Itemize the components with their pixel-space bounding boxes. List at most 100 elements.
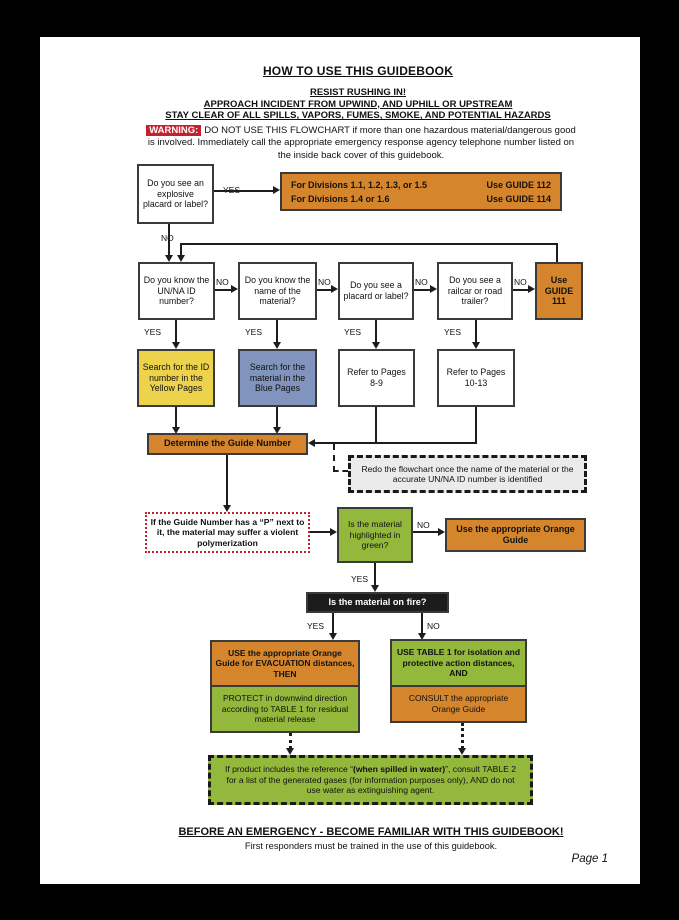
- connector-line: [375, 407, 377, 444]
- connector-dotted: [461, 723, 464, 749]
- label-yes: YES: [351, 574, 369, 584]
- connector-dashed: [333, 470, 348, 472]
- arrowhead-right: [273, 186, 280, 194]
- node-search-blue-pages: Search for the material in the Blue Page…: [238, 349, 317, 407]
- guide-114-label: Use GUIDE 114: [486, 193, 551, 204]
- arrowhead-down: [286, 748, 294, 755]
- node-refer-pages-10-13: Refer to Pages 10-13: [437, 349, 515, 407]
- safety-rules: RESIST RUSHING IN! APPROACH INCIDENT FRO…: [58, 87, 658, 122]
- fire-no-consult: CONSULT the appropriate Orange Guide: [392, 687, 525, 721]
- connector-line: [421, 613, 423, 634]
- connector-line: [513, 289, 529, 291]
- water-note-post: ”, consult TABLE 2 for a list of the gen…: [226, 764, 517, 796]
- arrowhead-right: [330, 528, 337, 536]
- node-redo-flowchart-note: Redo the flowchart once the name of the …: [348, 455, 587, 493]
- fire-yes-protect: PROTECT in downwind direction according …: [212, 687, 358, 731]
- connector-line: [414, 289, 431, 291]
- node-q-explosive: Do you see an explosive placard or label…: [137, 164, 214, 224]
- connector-line: [375, 320, 377, 343]
- connector-line: [475, 320, 477, 343]
- connector-line: [175, 407, 177, 428]
- arrowhead-down: [273, 427, 281, 434]
- label-no: NO: [514, 277, 527, 287]
- node-q-id-number: Do you know the UN/NA ID number?: [138, 262, 215, 320]
- node-use-guide-111: Use GUIDE 111: [535, 262, 583, 320]
- node-refer-pages-8-9: Refer to Pages 8-9: [338, 349, 415, 407]
- node-q-railcar: Do you see a railcar or road trailer?: [437, 262, 513, 320]
- connector-line: [180, 243, 182, 256]
- fire-no-table1: USE TABLE 1 for isolation and protective…: [392, 641, 525, 687]
- node-q-highlighted-green: Is the material highlighted in green?: [337, 507, 413, 563]
- page-number: Page 1: [571, 853, 608, 865]
- warning-badge: WARNING:: [146, 125, 202, 136]
- node-polymerization-note: If the Guide Number has a “P” next to it…: [145, 512, 310, 553]
- page-title: HOW TO USE THIS GUIDEBOOK: [262, 64, 454, 78]
- arrowhead-right: [231, 285, 238, 293]
- label-yes: YES: [344, 327, 362, 337]
- connector-line: [310, 531, 331, 533]
- water-note-pre: If product includes the reference “: [224, 764, 353, 775]
- guide-112-label: Use GUIDE 112: [486, 179, 551, 190]
- footer-note: First responders must be trained in the …: [244, 841, 498, 851]
- arrowhead-down: [418, 633, 426, 640]
- label-no: NO: [427, 621, 440, 631]
- page-sheet: HOW TO USE THIS GUIDEBOOK RESIST RUSHING…: [40, 37, 640, 884]
- connector-line: [374, 563, 376, 586]
- arrowhead-left: [308, 439, 315, 447]
- connector-line: [226, 455, 228, 506]
- connector-line: [556, 243, 558, 262]
- arrowhead-right: [528, 285, 535, 293]
- footer-headline: BEFORE AN EMERGENCY - BECOME FAMILIAR WI…: [178, 826, 564, 838]
- division-row: For Divisions 1.4 or 1.6 Use GUIDE 114: [291, 192, 551, 206]
- node-divisions-guides: For Divisions 1.1, 1.2, 1.3, or 1.5 Use …: [280, 172, 562, 211]
- connector-line: [215, 289, 232, 291]
- arrowhead-down: [177, 255, 185, 262]
- connector-line: [317, 289, 332, 291]
- connector-dashed: [333, 444, 335, 472]
- division-2-label: For Divisions 1.4 or 1.6: [291, 193, 390, 204]
- rule-stay-clear: STAY CLEAR OF ALL SPILLS, VAPORS, FUMES,…: [165, 110, 551, 121]
- division-row: For Divisions 1.1, 1.2, 1.3, or 1.5 Use …: [291, 178, 551, 192]
- connector-line: [276, 407, 278, 428]
- rule-approach: APPROACH INCIDENT FROM UPWIND, AND UPHIL…: [203, 98, 513, 110]
- connector-line: [332, 613, 334, 634]
- connector-line: [214, 190, 274, 192]
- node-determine-guide-number: Determine the Guide Number: [147, 433, 308, 455]
- warning-paragraph: WARNING:DO NOT USE THIS FLOWCHART if mor…: [145, 125, 577, 162]
- node-use-orange-guide: Use the appropriate Orange Guide: [445, 518, 586, 552]
- connector-line: [276, 320, 278, 343]
- connector-line: [413, 531, 439, 533]
- node-q-on-fire: Is the material on fire?: [306, 592, 449, 613]
- rule-resist: RESIST RUSHING IN!: [309, 87, 407, 98]
- label-no: NO: [415, 277, 428, 287]
- arrowhead-down: [371, 585, 379, 592]
- connector-line: [168, 224, 170, 256]
- arrowhead-down: [329, 633, 337, 640]
- warning-text: DO NOT USE THIS FLOWCHART if more than o…: [147, 125, 576, 161]
- water-note-text: If product includes the reference “(when…: [223, 764, 518, 795]
- node-q-placard: Do you see a placard or label?: [338, 262, 414, 320]
- arrowhead-down: [223, 505, 231, 512]
- label-yes: YES: [307, 621, 325, 631]
- fire-yes-evacuation: USE the appropriate Orange Guide for EVA…: [212, 642, 358, 687]
- node-fire-no-actions: USE TABLE 1 for isolation and protective…: [390, 639, 527, 723]
- division-1-label: For Divisions 1.1, 1.2, 1.3, or 1.5: [291, 179, 428, 190]
- connector-line: [475, 407, 477, 444]
- label-yes: YES: [245, 327, 263, 337]
- label-no: NO: [417, 520, 430, 530]
- label-no: NO: [216, 277, 229, 287]
- connector-line: [175, 320, 177, 343]
- water-note-bold: (when spilled in water): [353, 764, 446, 775]
- arrowhead-right: [331, 285, 338, 293]
- node-spilled-in-water-note: If product includes the reference “(when…: [208, 755, 533, 805]
- arrowhead-down: [458, 748, 466, 755]
- connector-line: [315, 442, 477, 444]
- arrowhead-down: [165, 255, 173, 262]
- arrowhead-right: [438, 528, 445, 536]
- arrowhead-right: [430, 285, 437, 293]
- arrowhead-down: [472, 342, 480, 349]
- label-yes: YES: [444, 327, 462, 337]
- node-q-material-name: Do you know the name of the material?: [238, 262, 317, 320]
- arrowhead-down: [372, 342, 380, 349]
